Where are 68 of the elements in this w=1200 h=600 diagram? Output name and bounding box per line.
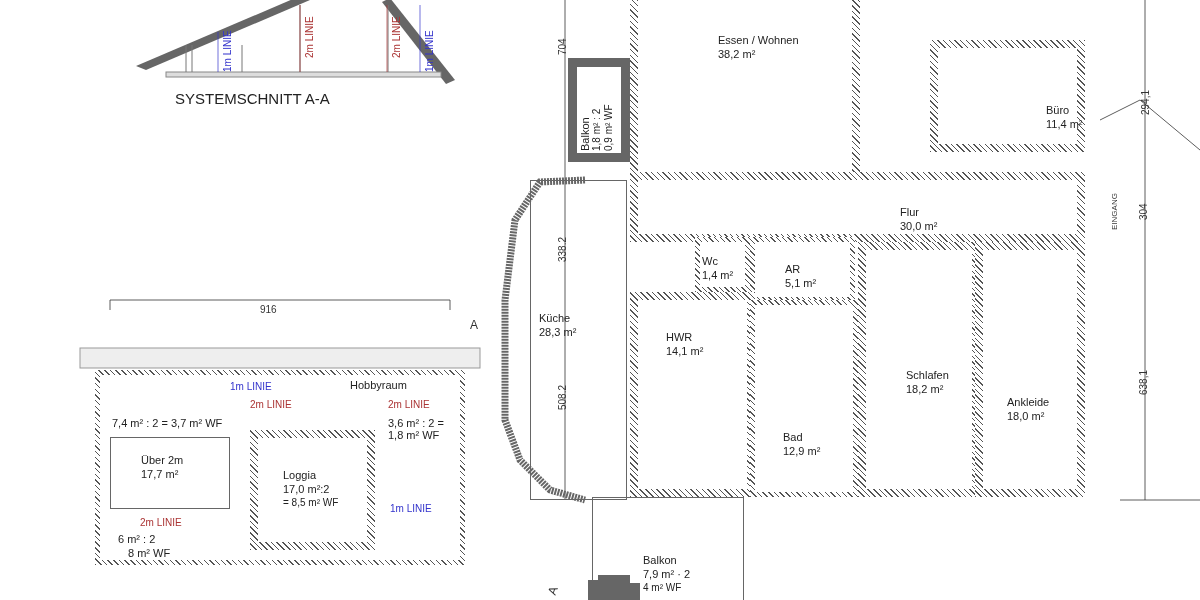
room-area: 17,0 m²:2 (283, 482, 339, 496)
room-area: 1,4 m² (702, 268, 734, 282)
height-line-label: 2m LINIE (391, 16, 402, 58)
section-marker: A (545, 584, 561, 597)
room-name: AR (785, 262, 802, 276)
room-area: 4 m² WF (643, 581, 691, 595)
room-area: 7,9 m² · 2 (643, 567, 691, 581)
room-outline (630, 172, 1085, 242)
entrance-label: EINGANG (1110, 193, 1119, 230)
room-area: 14,1 m² (666, 344, 704, 358)
room-outline (750, 237, 855, 302)
balcony-outline (568, 58, 630, 162)
dimension-value: 916 (260, 304, 277, 315)
dimension-value: 338.2 (557, 236, 568, 262)
room-area: 28,3 m² (539, 325, 577, 339)
room-outline (95, 370, 465, 565)
room-name: HWR (666, 330, 694, 344)
room-area: 30,0 m² (900, 219, 938, 233)
room-area: 0,9 m² WF (603, 104, 615, 151)
room-name: Balkon (579, 116, 591, 151)
room-area: 17,7 m² (141, 467, 184, 481)
height-line-label: 1m LINIE (390, 503, 432, 514)
room-name: Büro (1046, 103, 1071, 117)
height-line-label: 1m LINIE (222, 30, 233, 72)
room-name: Wc (702, 254, 719, 268)
balcony-outline (250, 430, 375, 550)
height-line-label: 2m LINIE (388, 399, 430, 410)
room-area: 11,4 m² (1046, 117, 1083, 131)
height-line-label: 2m LINIE (250, 399, 292, 410)
height-line-label: 1m LINIE (230, 381, 272, 392)
balcony-outline (592, 497, 744, 600)
room-name: Ankleide (1007, 395, 1050, 409)
dimension-value: 294,1 (1140, 89, 1151, 115)
room-name: Loggia (283, 468, 318, 482)
room-name: Balkon (643, 553, 678, 567)
height-line-label: 1m LINIE (424, 30, 435, 72)
room-outline (975, 242, 1085, 497)
height-line-label: 2m LINIE (304, 16, 315, 58)
room-name: Über 2m (141, 453, 184, 467)
dimension-value: 508.2 (557, 384, 568, 410)
room-area: 12,9 m² (783, 444, 821, 458)
area-note: 6 m² : 2 (118, 533, 156, 545)
room-name: Küche (539, 311, 572, 325)
section-marker: A (470, 318, 478, 332)
room-outline (110, 437, 230, 509)
room-outline (630, 292, 755, 497)
room-outline (930, 40, 1085, 152)
room-area: 18,2 m² (906, 382, 949, 396)
area-note: 3,6 m² : 2 = 1,8 m² WF (388, 417, 445, 441)
area-note: 8 m² WF (128, 547, 171, 559)
room-outline (750, 300, 858, 497)
section-title: SYSTEMSCHNITT A-A (175, 90, 330, 107)
room-name: Hobbyraum (350, 378, 407, 392)
room-name: Bad (783, 430, 804, 444)
room-outline (530, 180, 627, 500)
room-area: 5,1 m² (785, 276, 817, 290)
dimension-value: 704 (557, 38, 568, 55)
room-outline (695, 237, 750, 292)
room-name: Essen / Wohnen (718, 33, 799, 47)
room-name: Flur (900, 205, 920, 219)
room-area: 38,2 m² (718, 47, 799, 61)
room-area: 1,8 m² : 2 (591, 104, 603, 151)
dimension-value: 638,1 (1138, 369, 1149, 395)
room-area: = 8,5 m² WF (283, 496, 339, 510)
area-note: 7,4 m² : 2 = 3,7 m² WF (112, 417, 223, 429)
dimension-value: 304 (1138, 203, 1149, 220)
room-name: Schlafen (906, 368, 949, 382)
room-area: 18,0 m² (1007, 409, 1050, 423)
